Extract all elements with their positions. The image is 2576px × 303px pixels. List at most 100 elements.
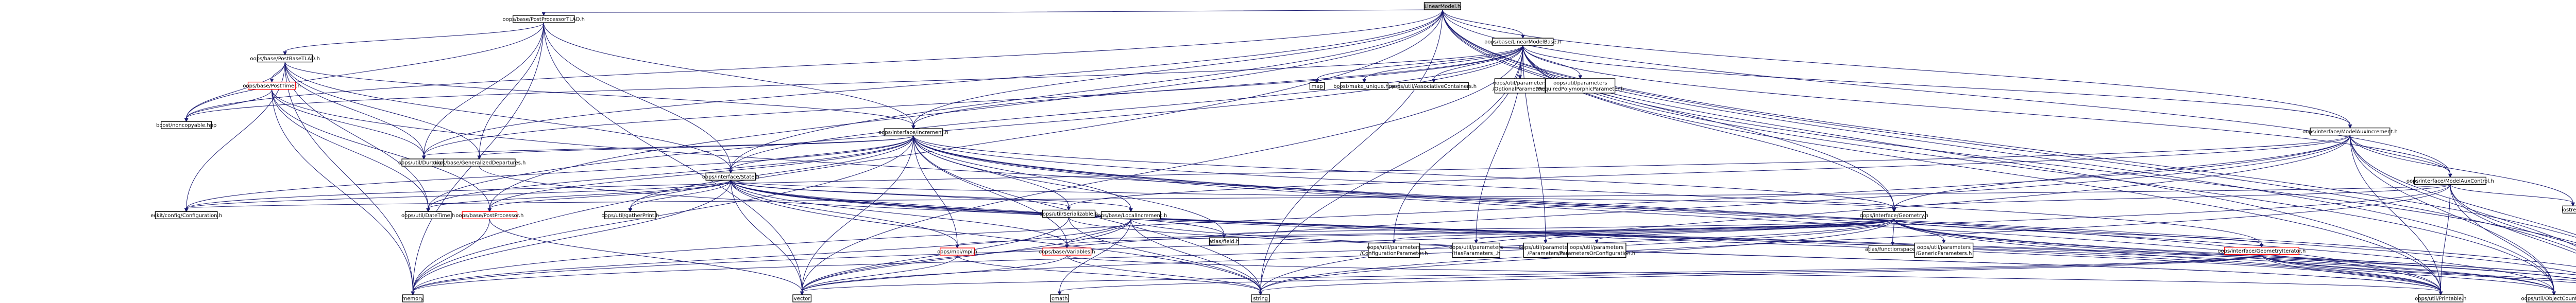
edge-local_incr-to-memory — [411, 219, 1131, 296]
node-label: boost/make_unique.hpp — [1333, 84, 1395, 90]
node-label: oops/interface/Geometry.h — [1860, 213, 1928, 219]
node-box — [1100, 211, 1161, 220]
node-box — [792, 294, 812, 302]
node-map[interactable]: map — [1309, 82, 1325, 90]
node-box — [2418, 294, 2464, 302]
node-label: oops/util/ObjectCounter.h — [2521, 296, 2576, 302]
node-label: oops/interface/ModelAuxIncrement.h — [2302, 129, 2398, 135]
node-make-unique[interactable]: boost/make_unique.hpp — [1333, 82, 1395, 90]
edge-geometry-to-obj_counter — [1893, 219, 2556, 296]
edge-arrowhead — [1057, 291, 1062, 296]
node-label: oops/base/PostProcessorTLAD.h — [503, 16, 585, 22]
edge-line — [186, 62, 285, 119]
node-lm-base[interactable]: oops/base/LinearModelBase.h — [1484, 38, 1562, 46]
node-label: /GenericParameters.h — [1916, 251, 1972, 257]
edge-arrowhead — [269, 79, 274, 83]
edge-line — [272, 89, 413, 292]
edge-line — [284, 62, 731, 170]
node-atlas-funcspace[interactable]: atlas/functionspace.h — [1865, 245, 1920, 253]
node-parameters[interactable]: oops/util/parameters/Parameters.h — [1519, 242, 1572, 258]
node-has-params[interactable]: oops/util/parameters/HasParameters_.h — [1449, 242, 1503, 258]
edge-line — [412, 184, 2451, 292]
node-eckit-config[interactable]: eckit/config/Configuration.h — [150, 211, 222, 220]
edge-line — [1317, 45, 1523, 80]
edge-line — [2350, 135, 2554, 292]
node-assoc-cont[interactable]: oops/util/AssociativeContainers.h — [1391, 82, 1477, 90]
edge-line — [412, 135, 2350, 292]
node-model-aux-incr[interactable]: oops/interface/ModelAuxIncrement.h — [2302, 127, 2398, 136]
edge-model_aux_incr-to-iostream — [2350, 135, 2575, 207]
node-req-poly[interactable]: oops/util/parameters/RequiredPolymorphic… — [1536, 78, 1624, 94]
edge-line — [1442, 9, 2441, 292]
edge-line — [1893, 218, 2262, 245]
edge-line — [630, 136, 914, 209]
node-box — [1423, 2, 1461, 10]
node-gen-depart[interactable]: oops/base/GeneralizedDepartures.h — [433, 158, 526, 167]
edge-line — [412, 180, 731, 292]
node-state[interactable]: oops/interface/State.h — [702, 172, 759, 181]
edge-line — [730, 180, 1225, 235]
edge-state-to-mpi — [730, 180, 959, 249]
node-label: /ConfigurationParameter.h — [1360, 251, 1428, 257]
edge-lm_base-to-obj_counter — [1522, 45, 2556, 296]
node-noncopyable[interactable]: boost/noncopyable.hpp — [156, 121, 216, 129]
edge-line — [2350, 135, 2576, 235]
node-params-or-conf[interactable]: oops/util/parameters/ParametersOrConfigu… — [1558, 242, 1635, 258]
edge-line — [186, 180, 731, 209]
edge-line — [2261, 254, 2576, 281]
edge-state-to-memory — [411, 180, 731, 296]
edge-line — [802, 136, 914, 292]
node-atlas-field[interactable]: atlas/field.h — [1209, 237, 1239, 245]
edge-arrowhead — [1066, 206, 1071, 211]
node-vector[interactable]: vector — [792, 294, 812, 302]
node-local-incr[interactable]: oops/base/LocalIncrement.h — [1095, 211, 1167, 220]
edge-state-to-atlas_field — [730, 180, 1226, 239]
edge-line — [2440, 184, 2451, 292]
edge-pp_tlad-to-noncopyable — [184, 22, 544, 122]
edge-line — [412, 136, 914, 292]
node-gather-print[interactable]: oops/util/gatherPrint.h — [601, 211, 659, 220]
edge-line — [1066, 218, 1894, 245]
edge-arrowhead — [283, 51, 287, 56]
node-increment[interactable]: oops/interface/Increment.h — [878, 128, 948, 136]
node-cstring[interactable]: string — [1251, 294, 1270, 302]
node-box — [247, 81, 296, 90]
node-conf-param[interactable]: oops/util/parameters/ConfigurationParame… — [1360, 242, 1428, 258]
node-serializable[interactable]: oops/util/Serializable.h — [1040, 209, 1098, 218]
edge-arrowhead — [184, 208, 189, 212]
edge-root-to-duration — [421, 9, 1443, 160]
node-label: oops/util/parameters — [1367, 245, 1420, 251]
edge-model_aux_incr-to-vector — [800, 135, 2350, 296]
node-memory[interactable]: memory — [402, 294, 423, 302]
node-box — [257, 54, 313, 63]
edge-geometry-to-printable — [1893, 219, 2443, 296]
edge-line — [428, 45, 1523, 209]
node-opt-param[interactable]: oops/util/parameters/OptionalParameter.h — [1493, 78, 1547, 94]
edge-line — [1066, 255, 1261, 292]
node-datetime[interactable]: oops/util/DateTime.h — [401, 211, 455, 220]
edge-line — [1260, 184, 2451, 292]
node-box — [1309, 82, 1325, 90]
edge-line — [1068, 217, 1261, 292]
node-geometry[interactable]: oops/interface/Geometry.h — [1860, 211, 1928, 220]
node-cmath[interactable]: cmath — [1050, 294, 1070, 302]
node-generic-params[interactable]: oops/util/parameters/GenericParameters.h — [1914, 242, 1974, 258]
edge-line — [423, 9, 1443, 156]
edge-line — [2261, 254, 2576, 283]
node-box — [462, 211, 518, 220]
edge-line — [412, 219, 1131, 292]
node-label: /RequiredPolymorphicParameter.h — [1536, 86, 1624, 92]
edge-line — [1433, 45, 1523, 80]
node-pp-base-tlad[interactable]: oops/base/PostBaseTLAD.h — [250, 54, 320, 63]
node-printable[interactable]: oops/util/Printable.h — [2415, 294, 2467, 302]
edge-line — [186, 136, 914, 209]
edge-model_aux_ctrl-to-eckit_config — [184, 184, 2451, 212]
edge-line — [1066, 255, 2441, 292]
edge-line — [730, 180, 1131, 209]
edge-line — [1068, 217, 2441, 292]
node-pp-tlad[interactable]: oops/base/PostProcessorTLAD.h — [503, 15, 585, 23]
node-iostream[interactable]: iostream — [2562, 205, 2576, 213]
edge-arrowhead — [421, 155, 426, 160]
node-obj-counter[interactable]: oops/util/ObjectCounter.h — [2521, 294, 2576, 302]
node-model-aux-ctrl[interactable]: oops/interface/ModelAuxControl.h — [2406, 176, 2494, 185]
